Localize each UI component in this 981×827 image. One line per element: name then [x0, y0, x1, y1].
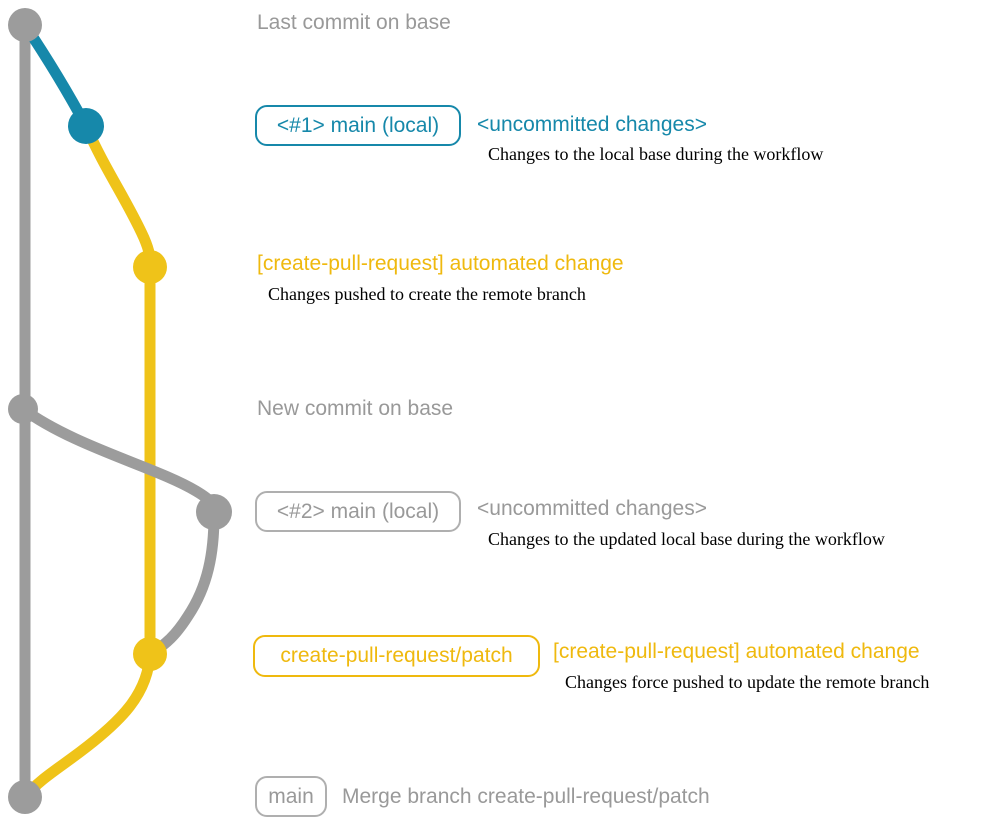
merge-commit-label: Merge branch create-pull-request/patch [342, 785, 710, 808]
branch-badge-label: create-pull-request/patch [280, 644, 513, 667]
row4-description: Changes force pushed to update the remot… [565, 672, 930, 692]
commit-dot-local-main-1 [68, 108, 104, 144]
commit-dot-local-main-2 [196, 494, 232, 530]
last-commit-label: Last commit on base [257, 11, 451, 34]
row1-description: Changes to the local base during the wor… [488, 144, 824, 164]
branch-badge-main-local-2: <#2> main (local) [255, 491, 461, 532]
branch-badge-main-local-1: <#1> main (local) [255, 105, 461, 146]
commit-dot-automated-change-2 [133, 637, 167, 671]
git-graph [8, 8, 232, 814]
new-commit-label: New commit on base [257, 397, 454, 420]
commit-dot-merge-commit [8, 780, 42, 814]
branch-badge-patch: create-pull-request/patch [253, 635, 540, 677]
commit-dot-new-commit-on-base [8, 394, 38, 424]
branch-badge-label: <#1> main (local) [276, 113, 440, 137]
updated-local-branch-line [17, 403, 220, 659]
branch-badge-label: main [268, 784, 314, 808]
automated-change-title-1: [create-pull-request] automated change [257, 252, 624, 275]
automated-change-title-2: [create-pull-request] automated change [553, 640, 920, 663]
commit-dot-automated-change-1 [133, 250, 167, 284]
branch-badge-main: main [255, 776, 327, 817]
branch-badge-label: <#2> main (local) [276, 499, 440, 523]
row2-description: Changes pushed to create the remote bran… [268, 284, 586, 304]
uncommitted-changes-note-1: <uncommitted changes> [477, 113, 707, 136]
commit-dot-last-commit-on-base [8, 8, 42, 42]
row3-description: Changes to the updated local base during… [488, 529, 885, 549]
uncommitted-changes-note-2: <uncommitted changes> [477, 497, 707, 520]
